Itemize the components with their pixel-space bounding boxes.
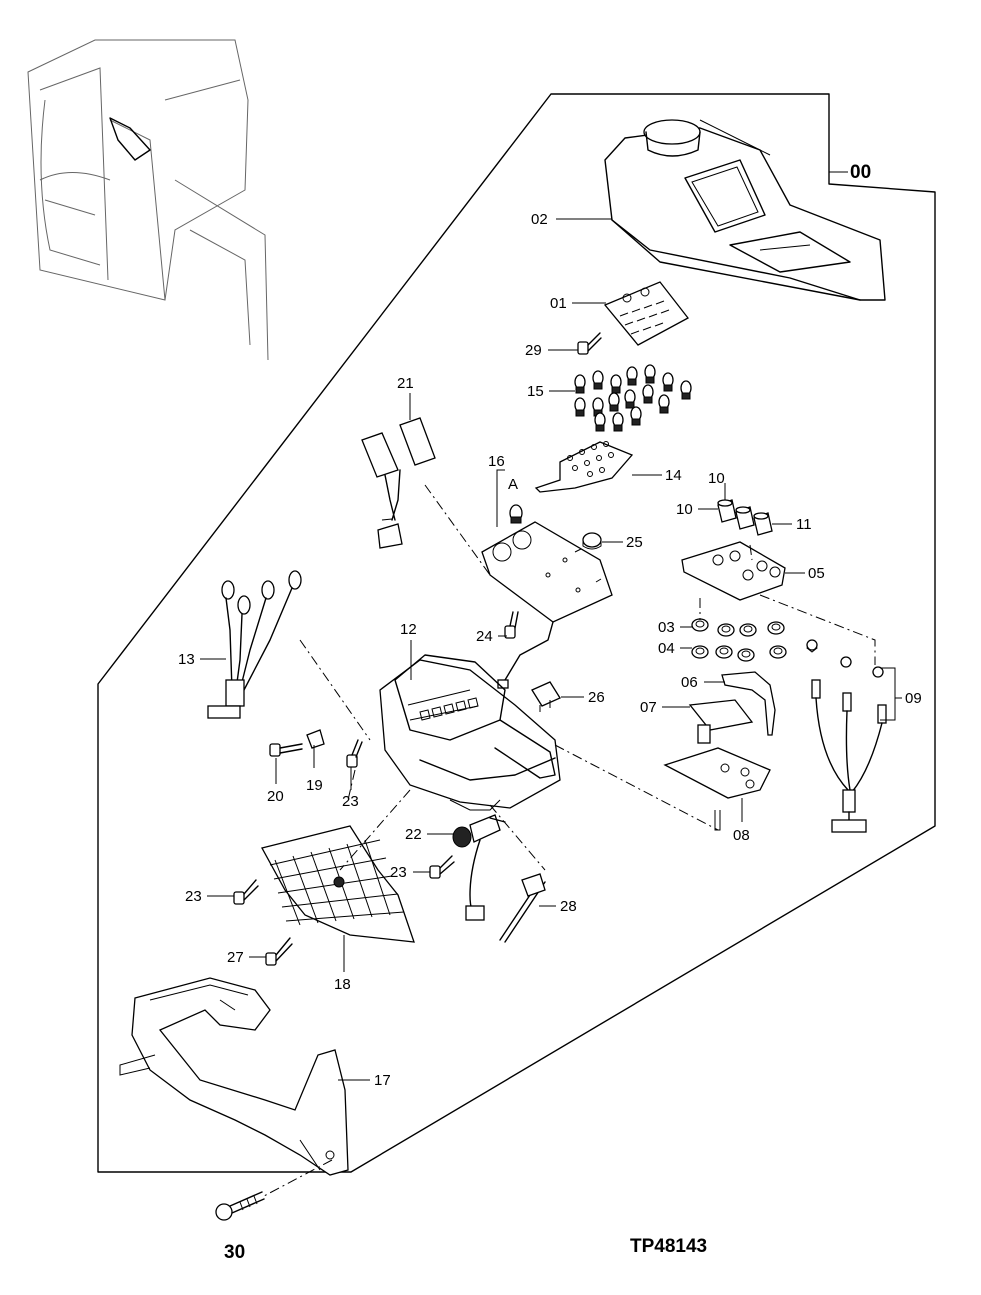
callout-07: 07 xyxy=(640,699,657,716)
callout-17: 17 xyxy=(374,1072,391,1089)
console-cover-part xyxy=(604,119,886,301)
callout-14: 14 xyxy=(665,467,682,484)
bulb-harness-13 xyxy=(207,570,302,719)
callout-19: 19 xyxy=(306,777,323,794)
assembly-number-label: 00 xyxy=(850,162,871,183)
callout-10-left: 10 xyxy=(676,501,693,518)
screw-23-left xyxy=(233,879,259,905)
callout-06: 06 xyxy=(681,674,698,691)
bolt-30 xyxy=(215,1191,265,1221)
screw-29 xyxy=(577,332,602,355)
callout-21: 21 xyxy=(397,375,414,392)
callout-05: 05 xyxy=(808,565,825,582)
plate-07 xyxy=(688,699,754,744)
cap-25 xyxy=(582,532,602,550)
callout-23-center: 23 xyxy=(342,793,359,810)
connector-harness-21 xyxy=(361,417,436,549)
bracket-plate-08 xyxy=(663,747,771,831)
callout-leaders xyxy=(200,218,902,1081)
callout-13: 13 xyxy=(178,651,195,668)
callout-23-lower: 23 xyxy=(390,864,407,881)
bracket-06 xyxy=(721,671,776,736)
screw-23-center xyxy=(346,739,363,768)
callout-24: 24 xyxy=(476,628,493,645)
screw-24 xyxy=(504,611,519,639)
callout-01: 01 xyxy=(550,295,567,312)
knob-set-part xyxy=(574,364,692,432)
callout-27: 27 xyxy=(227,949,244,966)
callout-18: 18 xyxy=(334,976,351,993)
console-housing-12 xyxy=(379,654,561,811)
callout-28: 28 xyxy=(560,898,577,915)
callout-26: 26 xyxy=(588,689,605,706)
circuit-board-16 xyxy=(481,521,613,623)
screw-27 xyxy=(265,937,293,966)
assembly-frame xyxy=(97,93,936,1173)
key-switch-22 xyxy=(452,814,506,921)
relay-26 xyxy=(531,681,561,712)
callout-03: 03 xyxy=(658,619,675,636)
bulb-detail-a xyxy=(509,504,523,524)
callout-10-top: 10 xyxy=(708,470,725,487)
callout-20: 20 xyxy=(267,788,284,805)
switch-block-05 xyxy=(681,541,786,601)
detail-marker-a: A xyxy=(508,476,518,493)
callout-29: 29 xyxy=(525,342,542,359)
callout-23-left: 23 xyxy=(185,888,202,905)
board-wire xyxy=(504,621,554,681)
mounting-bracket-17 xyxy=(119,977,349,1176)
callout-25: 25 xyxy=(626,534,643,551)
callout-09: 09 xyxy=(905,690,922,707)
callout-02: 02 xyxy=(531,211,548,228)
callout-22: 22 xyxy=(405,826,422,843)
cable-tie-28 xyxy=(499,873,546,943)
clip-19 xyxy=(306,729,325,749)
callout-11: 11 xyxy=(796,516,812,533)
callout-04: 04 xyxy=(658,640,675,657)
bulb-harness-09 xyxy=(806,639,887,833)
drawing-id: TP48143 xyxy=(630,1236,707,1257)
cab-overview-thumbnail xyxy=(27,39,269,361)
callout-12: 12 xyxy=(400,621,417,638)
rotary-knobs-10-11 xyxy=(717,499,773,536)
bottom-cover-18 xyxy=(261,825,415,943)
assembly-centerlines xyxy=(263,484,876,1197)
callout-labels: 00 02 01 29 15 21 16 14 A 10 10 11 25 05… xyxy=(178,162,922,1263)
callout-16: 16 xyxy=(488,453,505,470)
switch-panel-part xyxy=(603,281,689,346)
callout-15: 15 xyxy=(527,383,544,400)
rubber-caps-03-04 xyxy=(691,618,884,677)
flex-circuit-part xyxy=(534,441,634,493)
screw-23-lower xyxy=(429,855,455,879)
callout-30: 30 xyxy=(224,1242,245,1263)
callout-08: 08 xyxy=(733,827,750,844)
screw-20 xyxy=(269,743,303,757)
